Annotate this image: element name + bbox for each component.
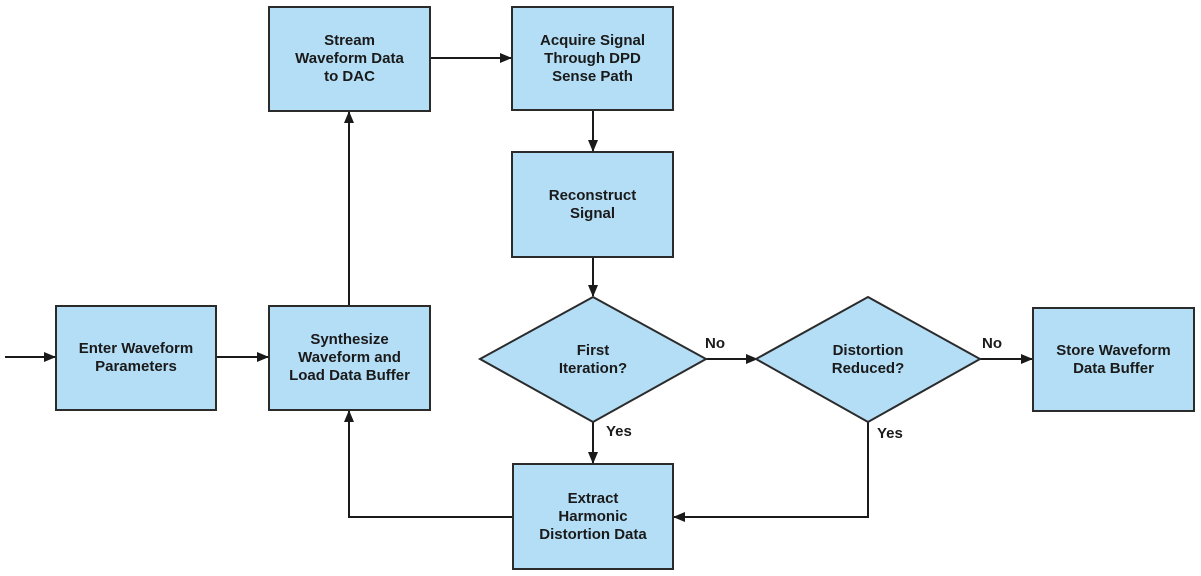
first-iteration-diamond-shape [477,295,709,424]
reconstruct-signal-node: Reconstruct Signal [511,151,674,258]
extract-harmonic-label: Extract Harmonic Distortion Data [539,489,647,543]
synthesize-waveform-label: Synthesize Waveform and Load Data Buffer [289,331,410,384]
distortion-reduced-label: Distortion Reduced? [831,341,905,377]
enter-waveform-parameters-label: Enter Waveform Parameters [78,340,194,375]
reconstruct-signal-label: Reconstruct Signal [548,186,637,222]
arrow-distortion-yes-to-extract [673,422,869,522]
first-iteration-decision: First Iteration? [480,297,706,422]
store-waveform-label: Store Waveform Data Buffer [1056,341,1171,377]
arrow-extract-to-synthesize [344,410,512,518]
first-iteration-yes-label: Yes [606,423,632,440]
stream-waveform-node: Stream Waveform Data to DAC [268,6,431,112]
store-waveform-node: Store Waveform Data Buffer [1032,307,1195,412]
distortion-reduced-diamond-shape [753,295,983,424]
first-iteration-no-label: No [705,335,725,352]
distortion-yes-label: Yes [877,425,903,442]
stream-waveform-label: Stream Waveform Data to DAC [295,32,404,85]
extract-harmonic-node: Extract Harmonic Distortion Data [512,463,674,570]
synthesize-waveform-node: Synthesize Waveform and Load Data Buffer [268,305,431,411]
distortion-reduced-decision: Distortion Reduced? [756,297,980,422]
first-iteration-label: First Iteration? [558,341,628,377]
distortion-no-label: No [982,335,1002,352]
acquire-signal-label: Acquire Signal Through DPD Sense Path [539,31,646,85]
acquire-signal-node: Acquire Signal Through DPD Sense Path [511,6,674,111]
enter-waveform-parameters-node: Enter Waveform Parameters [55,305,217,411]
